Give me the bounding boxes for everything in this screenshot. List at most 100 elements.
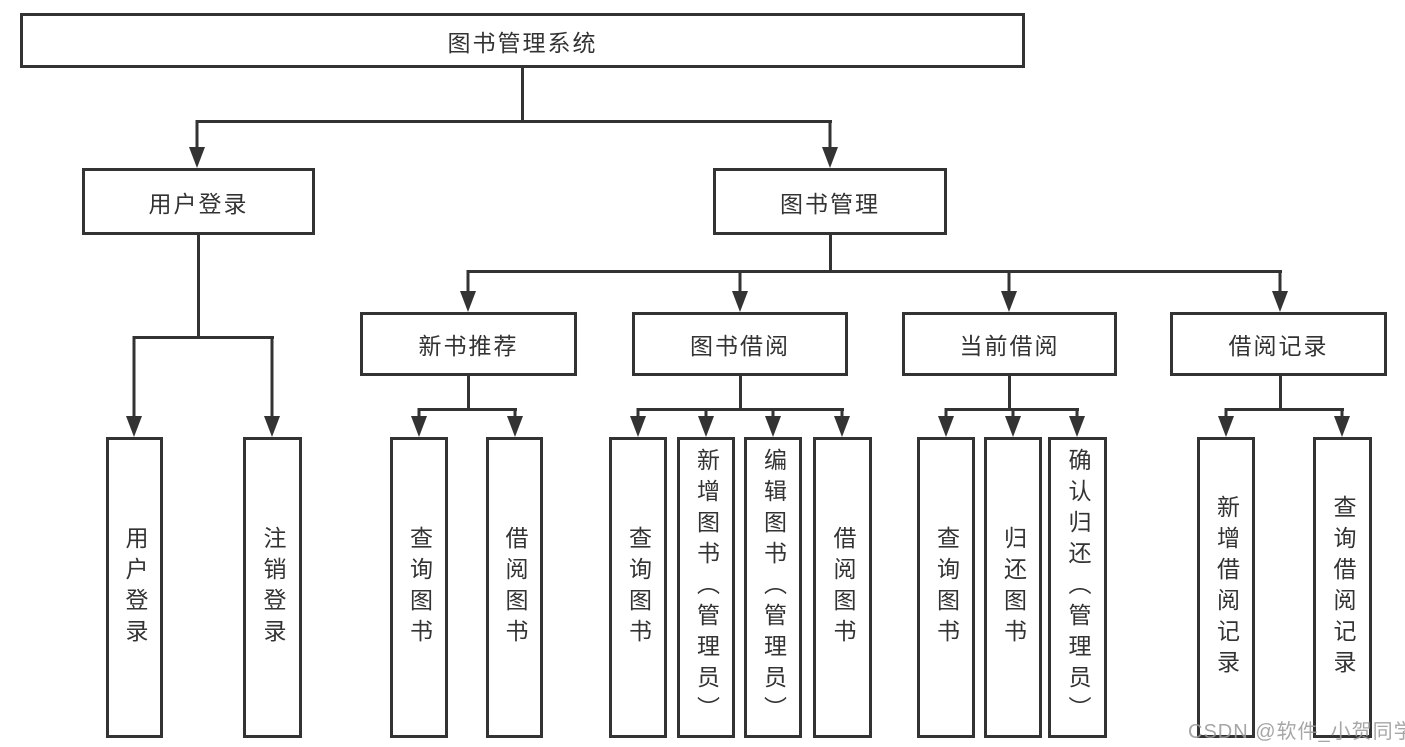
connector-arrow (411, 408, 427, 437)
connector-arrow (189, 120, 205, 168)
connector-stem-current-borrowing (1008, 376, 1011, 411)
connector-arrow (822, 120, 838, 168)
node-query-books-2: 查询图书 (609, 437, 667, 738)
connector-bar-new-book-recommend (418, 408, 517, 411)
arrow-down-icon (732, 291, 748, 312)
node-label: 查询图书 (933, 525, 960, 650)
node-borrow-books-1: 借阅图书 (486, 437, 543, 738)
arrow-down-icon (1272, 291, 1288, 312)
node-book-management: 图书管理 (713, 168, 947, 235)
arrow-shaft (417, 408, 421, 421)
node-label: 新书推荐 (418, 333, 519, 359)
watermark: CSDN @软件_小贺同学 (1188, 721, 1405, 743)
arrow-shaft (466, 270, 470, 296)
node-label: 新增图书（管理员） (693, 448, 720, 727)
connector-stem-book-management (829, 235, 832, 273)
node-query-borrow-record: 查询借阅记录 (1313, 437, 1372, 738)
arrow-shaft (1011, 408, 1015, 421)
arrow-down-icon (834, 416, 850, 437)
connector-arrow (1334, 408, 1350, 437)
connector-arrow (630, 408, 646, 437)
connector-bar-book-management (467, 270, 1282, 273)
arrow-shaft (738, 270, 742, 296)
connector-arrow (732, 270, 748, 312)
node-label: 确认归还（管理员） (1065, 448, 1091, 727)
connector-arrow (1218, 408, 1234, 437)
node-book-borrowing: 图书借阅 (632, 312, 848, 376)
connector-arrow (1272, 270, 1288, 312)
arrow-down-icon (822, 147, 838, 168)
connector-arrow (834, 408, 850, 437)
node-current-borrowing: 当前借阅 (902, 312, 1117, 376)
arrow-down-icon (189, 147, 205, 168)
arrow-shaft (840, 408, 844, 421)
node-label: 新增借阅记录 (1213, 494, 1240, 681)
node-label: 借阅记录 (1228, 333, 1329, 359)
arrow-down-icon (1001, 291, 1017, 312)
connector-arrow (264, 336, 280, 437)
connector-stem-user-login (197, 235, 200, 339)
connector-arrow (460, 270, 476, 312)
connector-arrow (1005, 408, 1021, 437)
node-user-login: 用户登录 (82, 168, 315, 235)
arrow-down-icon (938, 416, 954, 437)
node-return-books: 归还图书 (984, 437, 1042, 738)
connector-arrow (126, 336, 142, 437)
arrow-down-icon (698, 416, 714, 437)
arrow-shaft (132, 336, 136, 421)
connector-arrow (938, 408, 954, 437)
connector-arrow (698, 408, 714, 437)
node-system: 图书管理系统 (20, 13, 1025, 68)
node-label: 查询图书 (406, 525, 433, 650)
node-label: 用户登录 (122, 525, 148, 650)
node-label: 注销登录 (260, 525, 286, 650)
node-add-borrow-record: 新增借阅记录 (1197, 437, 1255, 738)
arrow-down-icon (126, 416, 142, 437)
connector-bar-system (196, 120, 832, 123)
connector-arrow (1001, 270, 1017, 312)
arrow-shaft (944, 408, 948, 421)
node-label: 查询借阅记录 (1330, 494, 1356, 681)
node-logout: 注销登录 (243, 437, 302, 738)
arrow-shaft (771, 408, 775, 421)
arrow-down-icon (411, 416, 427, 437)
arrow-down-icon (264, 416, 280, 437)
node-label: 当前借阅 (959, 333, 1060, 359)
node-label: 编辑图书（管理员） (760, 448, 787, 727)
connector-arrow (1069, 408, 1085, 437)
arrow-shaft (636, 408, 640, 421)
arrow-shaft (195, 120, 199, 152)
node-label: 归还图书 (1000, 525, 1027, 650)
arrow-shaft (1007, 270, 1011, 296)
connector-stem-borrowing-records (1279, 376, 1282, 411)
arrow-down-icon (1069, 416, 1085, 437)
arrow-down-icon (630, 416, 646, 437)
arrow-shaft (513, 408, 517, 421)
connector-bar-borrowing-records (1225, 408, 1344, 411)
arrow-shaft (1340, 408, 1344, 421)
node-edit-books-admin: 编辑图书（管理员） (744, 437, 802, 738)
arrow-shaft (1224, 408, 1228, 421)
arrow-down-icon (1218, 416, 1234, 437)
node-label: 图书管理 (780, 190, 880, 217)
connector-arrow (765, 408, 781, 437)
node-borrowing-records: 借阅记录 (1170, 312, 1387, 376)
node-label: 用户登录 (148, 190, 249, 217)
arrow-down-icon (507, 416, 523, 437)
arrow-down-icon (765, 416, 781, 437)
node-label: 图书管理系统 (447, 29, 598, 56)
node-query-books-1: 查询图书 (390, 437, 448, 738)
arrow-shaft (270, 336, 274, 421)
connector-stem-system (521, 68, 524, 122)
node-label: 借阅图书 (830, 525, 856, 650)
connector-bar-user-login (133, 336, 274, 339)
connector-bar-book-borrowing (637, 408, 844, 411)
arrow-shaft (828, 120, 832, 152)
node-confirm-return-admin: 确认归还（管理员） (1048, 437, 1107, 738)
node-label: 查询图书 (625, 525, 652, 650)
node-label: 借阅图书 (502, 525, 528, 650)
arrow-shaft (704, 408, 708, 421)
connector-stem-new-book-recommend (467, 376, 470, 411)
arrow-shaft (1278, 270, 1282, 296)
